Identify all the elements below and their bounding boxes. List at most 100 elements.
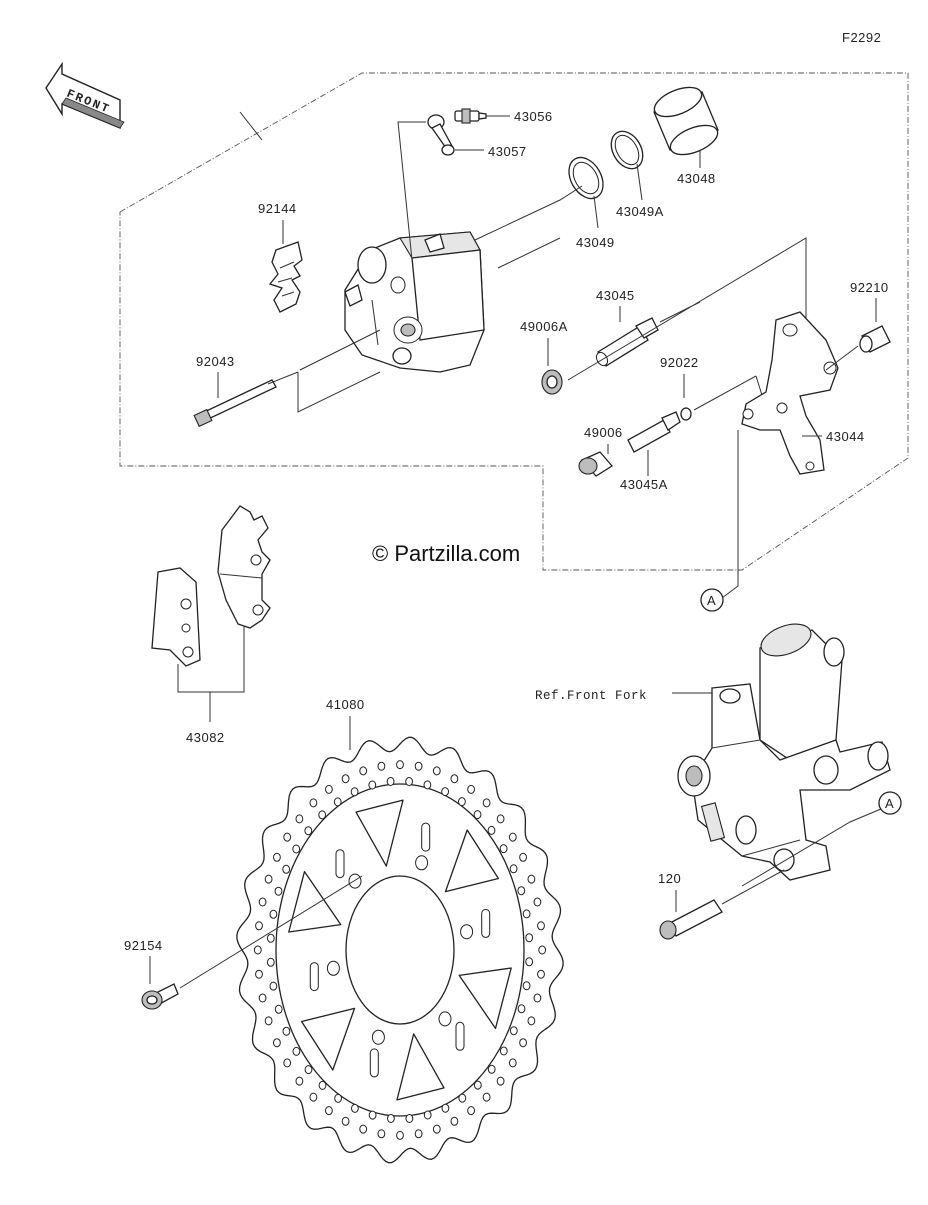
- vent-hole: [525, 957, 534, 967]
- vent-hole: [405, 1114, 414, 1123]
- vent-hole: [441, 787, 450, 797]
- spoke-cutout: [355, 799, 404, 867]
- brake-pad-rear: [151, 567, 201, 667]
- piston-seal-43049: [568, 156, 604, 200]
- vent-hole: [253, 945, 262, 955]
- leader-43080: [239, 111, 263, 141]
- bolt-hole: [460, 924, 474, 940]
- disc-bolt-holes: [326, 855, 474, 1045]
- vent-hole: [537, 969, 545, 979]
- vent-hole: [341, 774, 350, 784]
- vent-hole: [377, 1129, 386, 1139]
- vent-hole: [255, 969, 263, 979]
- vent-hole: [533, 897, 542, 907]
- vent-hole: [264, 874, 273, 884]
- leader-pin-to-bracket: [567, 237, 807, 381]
- vent-hole: [283, 832, 292, 842]
- vent-hole: [269, 909, 278, 919]
- vent-hole: [396, 760, 404, 770]
- vent-hole: [432, 766, 441, 776]
- vent-hole: [496, 814, 505, 824]
- vent-hole: [509, 1026, 518, 1036]
- leader-bracket-to-A: [721, 430, 739, 599]
- label-43044: 43044: [826, 429, 865, 444]
- vent-hole: [269, 981, 278, 991]
- vent-hole: [499, 1046, 508, 1056]
- vent-hole: [414, 761, 423, 771]
- disc-hub: [345, 875, 455, 1025]
- vent-hole: [473, 810, 482, 820]
- vent-hole: [258, 897, 267, 907]
- vent-hole: [487, 825, 496, 835]
- vent-hole: [482, 798, 491, 808]
- vent-hole: [423, 1110, 432, 1120]
- vent-hole: [499, 844, 508, 854]
- bolt-hole: [371, 1029, 385, 1045]
- vent-hole: [386, 777, 395, 786]
- vent-hole: [387, 1114, 395, 1123]
- vent-hole: [487, 1064, 496, 1074]
- vent-hole: [282, 864, 291, 874]
- leader-120-fork: [721, 869, 785, 905]
- watermark: © Partzilla.com: [372, 541, 520, 566]
- vent-hole: [496, 1076, 505, 1086]
- vent-hole: [255, 921, 263, 931]
- ref-marker-bottom-label: A: [885, 796, 894, 811]
- vent-hole: [519, 1038, 527, 1048]
- spoke-slot: [335, 849, 345, 879]
- vent-hole: [450, 774, 459, 784]
- leader-pin-to-caliper: [267, 329, 381, 413]
- vent-hole: [274, 1004, 283, 1014]
- leader-43049: [593, 195, 599, 229]
- leader-92022-bracket: [693, 375, 757, 411]
- leader-seals-to-caliper: [474, 185, 583, 269]
- vent-hole: [537, 921, 545, 931]
- vent-hole: [522, 981, 531, 991]
- vent-hole: [527, 1016, 536, 1026]
- disc-bolt-92154: [141, 983, 179, 1010]
- vent-hole: [273, 852, 281, 862]
- slide-pin-43045: [595, 317, 659, 367]
- ref-front-fork-label: Ref.Front Fork: [535, 689, 647, 703]
- label-43082: 43082: [186, 730, 225, 745]
- vent-hole: [522, 909, 531, 919]
- vent-hole: [359, 766, 368, 776]
- pad-spring-92144: [268, 241, 303, 313]
- vent-hole: [533, 993, 542, 1003]
- spoke-slot: [481, 908, 491, 938]
- vent-hole: [519, 852, 527, 862]
- leader-cap-to-caliper: [397, 121, 426, 261]
- label-41080: 41080: [326, 697, 365, 712]
- leader-43049A: [636, 163, 643, 201]
- vent-hole: [266, 957, 275, 967]
- vent-hole: [467, 1106, 476, 1116]
- label-43045: 43045: [596, 288, 635, 303]
- label-43045A: 43045A: [620, 477, 668, 492]
- label-43049A: 43049A: [616, 204, 664, 219]
- vent-hole: [473, 1080, 482, 1090]
- label-49006A: 49006A: [520, 319, 568, 334]
- label-92154: 92154: [124, 938, 163, 953]
- label-92210: 92210: [850, 280, 889, 295]
- spoke-cutout: [444, 829, 500, 893]
- ref-marker-top: [700, 588, 724, 612]
- vent-hole: [351, 1103, 359, 1113]
- vent-hole: [414, 1129, 423, 1139]
- vent-hole: [325, 1106, 333, 1116]
- bleeder-cap-43057: [427, 114, 455, 156]
- vent-hole: [368, 780, 377, 790]
- leader-A-to-fork: [741, 805, 889, 887]
- vent-hole: [333, 797, 342, 807]
- vent-hole: [304, 826, 313, 836]
- front-arrow-icon: FRONT: [45, 61, 125, 130]
- spoke-cutout: [288, 870, 342, 933]
- vent-hole: [350, 787, 359, 797]
- vent-hole: [432, 1124, 441, 1134]
- ref-marker-bottom: [878, 791, 902, 815]
- bolt-hole: [326, 960, 340, 976]
- vent-hole: [309, 1092, 318, 1102]
- label-120: 120: [658, 871, 681, 886]
- spoke-slot: [309, 962, 319, 992]
- vent-hole: [264, 1016, 273, 1026]
